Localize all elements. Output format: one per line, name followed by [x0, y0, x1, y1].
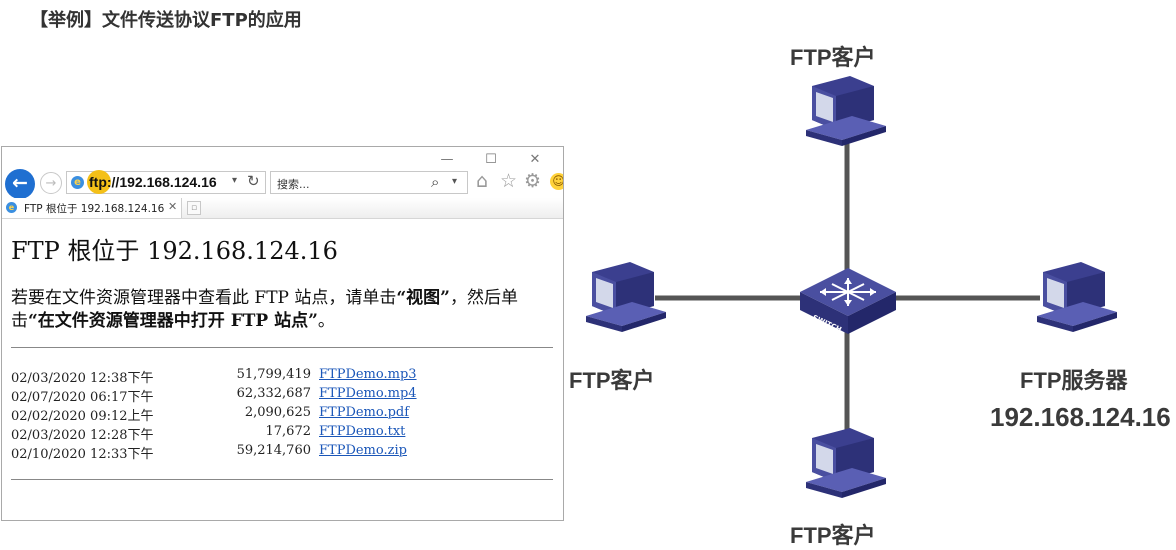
computer-icon-top: [806, 76, 886, 146]
ie-logo-icon: e: [71, 176, 84, 189]
url-scheme-highlight: [87, 170, 111, 194]
computer-icon-bottom: [806, 428, 886, 498]
close-button[interactable]: ✕: [529, 152, 541, 167]
navigation-bar: ← → e ftp://192.168.124.16 ▾ ↻ 搜索... ⌕ ▾…: [2, 168, 563, 199]
file-row: 02/02/2020 09:12上午 2,090,625 FTPDemo.pdf: [11, 405, 556, 424]
search-placeholder: 搜索...: [277, 178, 310, 191]
tab-label: FTP 根位于 192.168.124.16: [24, 203, 165, 215]
server-label: FTP服务器: [1020, 368, 1128, 393]
ie-tab-icon: e: [6, 202, 17, 213]
client-label-bottom: FTP客户: [790, 523, 876, 548]
file-list: 02/03/2020 12:38下午 51,799,419 FTPDemo.mp…: [11, 367, 556, 462]
tab-bar: e FTP 根位于 192.168.124.16 ✕ ▫: [2, 198, 563, 219]
divider-bottom: [11, 479, 553, 480]
window-controls: — ☐ ✕: [425, 151, 557, 169]
address-dropdown-icon[interactable]: ▾: [232, 175, 238, 186]
switch-icon: SWITCH: [800, 268, 896, 334]
slide-title: 【举例】文件传送协议FTP的应用: [30, 10, 302, 31]
refresh-icon[interactable]: ↻: [247, 172, 260, 190]
client-label-left: FTP客户: [569, 368, 655, 393]
divider-top: [11, 347, 553, 348]
favorites-star-icon[interactable]: ☆: [500, 170, 518, 192]
minimize-button[interactable]: —: [440, 152, 454, 167]
file-size: 17,672: [265, 424, 312, 439]
server-ip-label: 192.168.124.16: [990, 402, 1171, 432]
file-date: 02/03/2020 12:28下午: [11, 428, 154, 443]
file-link[interactable]: FTPDemo.mp3: [319, 367, 417, 382]
file-row: 02/07/2020 06:17下午 62,332,687 FTPDemo.mp…: [11, 386, 556, 405]
instruction-text: 若要在文件资源管理器中查看此 FTP 站点，请单击“视图”，然后单击“在文件资源…: [11, 288, 518, 331]
computer-icon-server: [1037, 262, 1117, 332]
tab-close-icon[interactable]: ✕: [168, 200, 178, 213]
ie-browser-window: — ☐ ✕ ← → e ftp://192.168.124.16 ▾ ↻ 搜索.…: [1, 146, 564, 521]
feedback-smile-icon[interactable]: ☺: [550, 173, 563, 190]
maximize-button[interactable]: ☐: [485, 152, 497, 167]
file-date: 02/03/2020 12:38下午: [11, 371, 154, 386]
new-tab-button[interactable]: ▫: [187, 201, 201, 215]
network-links: [655, 140, 1040, 440]
file-size: 59,214,760: [236, 443, 311, 458]
home-icon[interactable]: ⌂: [476, 170, 489, 192]
search-dropdown-icon[interactable]: ▾: [452, 176, 458, 187]
back-arrow-icon[interactable]: ←: [5, 169, 35, 199]
file-row: 02/03/2020 12:38下午 51,799,419 FTPDemo.mp…: [11, 367, 556, 386]
file-link[interactable]: FTPDemo.pdf: [319, 405, 410, 420]
client-label-top: FTP客户: [790, 45, 876, 70]
file-size: 62,332,687: [236, 386, 311, 401]
file-date: 02/07/2020 06:17下午: [11, 390, 154, 405]
forward-arrow-icon[interactable]: →: [40, 172, 62, 194]
file-row: 02/10/2020 12:33下午 59,214,760 FTPDemo.zi…: [11, 443, 556, 462]
address-bar[interactable]: e ftp://192.168.124.16 ▾ ↻: [66, 170, 266, 194]
file-date: 02/02/2020 09:12上午: [11, 409, 154, 424]
settings-gear-icon[interactable]: ⚙: [524, 170, 542, 192]
address-url[interactable]: ftp://192.168.124.16: [89, 174, 217, 190]
switch-label: SWITCH: [811, 314, 843, 334]
file-link[interactable]: FTPDemo.txt: [319, 424, 406, 439]
computer-icon-left: [586, 262, 666, 332]
file-size: 2,090,625: [244, 405, 311, 420]
file-size: 51,799,419: [236, 367, 311, 382]
search-icon[interactable]: ⌕: [431, 173, 440, 191]
page-content: FTP 根位于 192.168.124.16 若要在文件资源管理器中查看此 FT…: [2, 219, 563, 520]
file-row: 02/03/2020 12:28下午 17,672 FTPDemo.txt: [11, 424, 556, 443]
file-link[interactable]: FTPDemo.zip: [319, 443, 407, 458]
tab-ftp-root[interactable]: e FTP 根位于 192.168.124.16 ✕: [2, 198, 182, 218]
search-input[interactable]: 搜索... ⌕ ▾: [270, 171, 468, 194]
page-title: FTP 根位于 192.168.124.16: [11, 237, 338, 265]
file-link[interactable]: FTPDemo.mp4: [319, 386, 417, 401]
file-date: 02/10/2020 12:33下午: [11, 447, 154, 462]
